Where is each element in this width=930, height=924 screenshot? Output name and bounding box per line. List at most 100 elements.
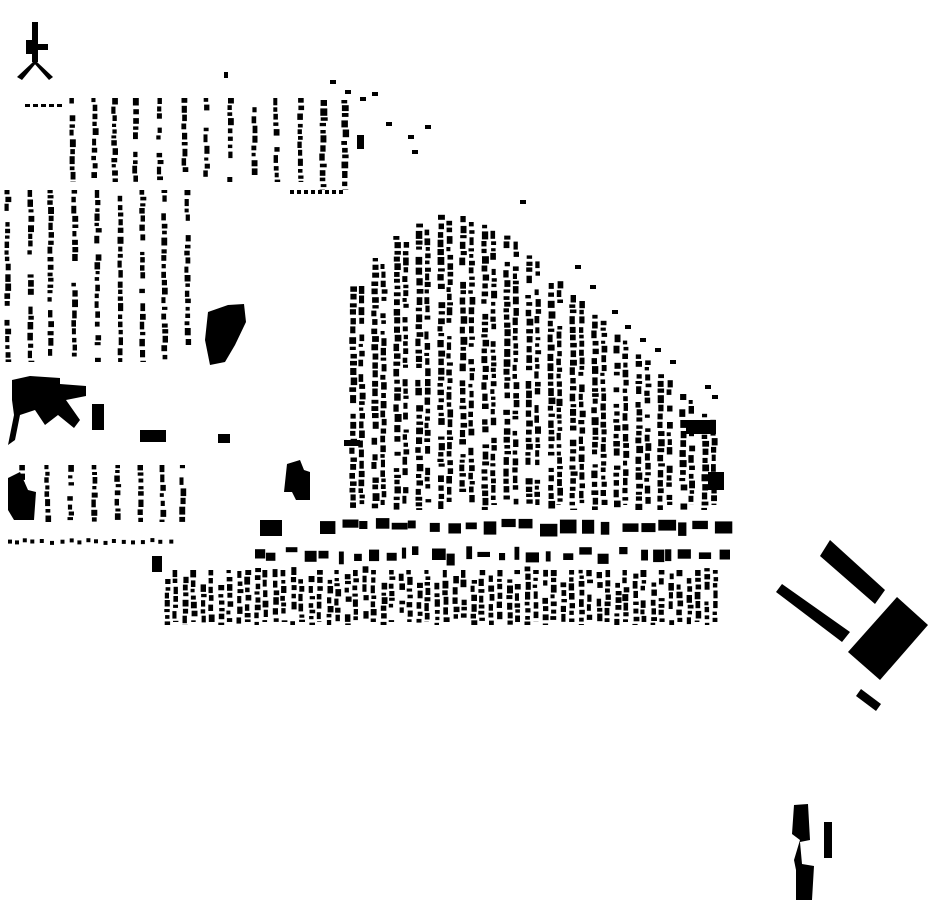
building <box>437 257 445 265</box>
building <box>469 326 474 334</box>
building <box>393 468 400 472</box>
building <box>117 205 123 211</box>
building <box>688 473 694 479</box>
building <box>15 540 19 545</box>
building <box>251 168 258 175</box>
building <box>425 253 431 259</box>
building <box>490 389 495 394</box>
building <box>460 235 467 239</box>
building <box>644 390 650 396</box>
building <box>601 365 607 372</box>
building <box>526 390 532 399</box>
building <box>180 488 187 497</box>
building <box>118 219 123 226</box>
building <box>416 455 423 461</box>
building <box>622 340 628 345</box>
building <box>203 98 209 102</box>
building <box>47 257 54 262</box>
building <box>535 499 540 505</box>
building <box>623 503 628 505</box>
building <box>470 613 476 619</box>
building <box>341 100 348 104</box>
building <box>535 437 540 443</box>
building <box>272 569 278 578</box>
building <box>359 401 365 405</box>
building <box>399 607 404 613</box>
building <box>48 240 54 245</box>
building <box>561 613 566 622</box>
building <box>117 227 124 233</box>
building <box>160 484 166 491</box>
building <box>94 213 100 221</box>
building <box>548 283 554 289</box>
building <box>372 421 379 429</box>
building <box>622 413 628 421</box>
building <box>550 601 557 607</box>
building <box>490 381 497 387</box>
building <box>570 417 576 423</box>
building <box>425 273 430 281</box>
building <box>513 328 518 334</box>
building <box>388 620 395 622</box>
building <box>118 337 123 346</box>
building <box>254 575 261 580</box>
building <box>605 588 610 593</box>
building <box>591 417 599 426</box>
building <box>182 584 188 591</box>
building <box>446 287 451 292</box>
building <box>371 437 378 445</box>
building <box>408 135 414 139</box>
building <box>446 220 453 226</box>
building <box>350 430 356 436</box>
building <box>112 178 118 182</box>
building <box>326 620 332 625</box>
building <box>513 393 519 399</box>
building <box>380 264 385 269</box>
building <box>156 135 161 140</box>
building <box>362 584 367 592</box>
building <box>27 250 32 255</box>
building <box>614 500 621 508</box>
building <box>297 141 302 148</box>
building <box>371 281 379 286</box>
building <box>48 277 54 282</box>
building <box>526 420 533 427</box>
building <box>548 467 554 472</box>
building <box>548 451 555 456</box>
building <box>380 484 386 489</box>
building <box>5 336 10 343</box>
building <box>481 506 488 510</box>
building <box>342 519 359 528</box>
building <box>550 584 557 593</box>
building <box>403 364 408 368</box>
building <box>570 404 577 408</box>
building <box>438 223 444 230</box>
building <box>666 465 673 473</box>
building <box>658 604 665 608</box>
building <box>579 483 585 489</box>
building <box>164 609 170 613</box>
building <box>491 355 497 361</box>
building <box>262 600 269 608</box>
building <box>403 402 408 409</box>
building <box>173 596 178 602</box>
building <box>713 577 719 582</box>
building <box>600 327 606 331</box>
building <box>526 261 533 266</box>
building <box>513 308 519 316</box>
building <box>478 604 485 609</box>
building <box>118 289 123 294</box>
building <box>490 367 496 372</box>
building <box>615 605 622 610</box>
building <box>713 590 718 599</box>
building <box>27 350 32 359</box>
building <box>704 606 710 613</box>
building <box>592 321 598 329</box>
building <box>548 500 556 509</box>
building <box>535 271 540 276</box>
building <box>499 553 506 561</box>
building <box>689 480 695 489</box>
building <box>394 278 400 283</box>
building <box>488 585 495 592</box>
building <box>47 331 54 336</box>
